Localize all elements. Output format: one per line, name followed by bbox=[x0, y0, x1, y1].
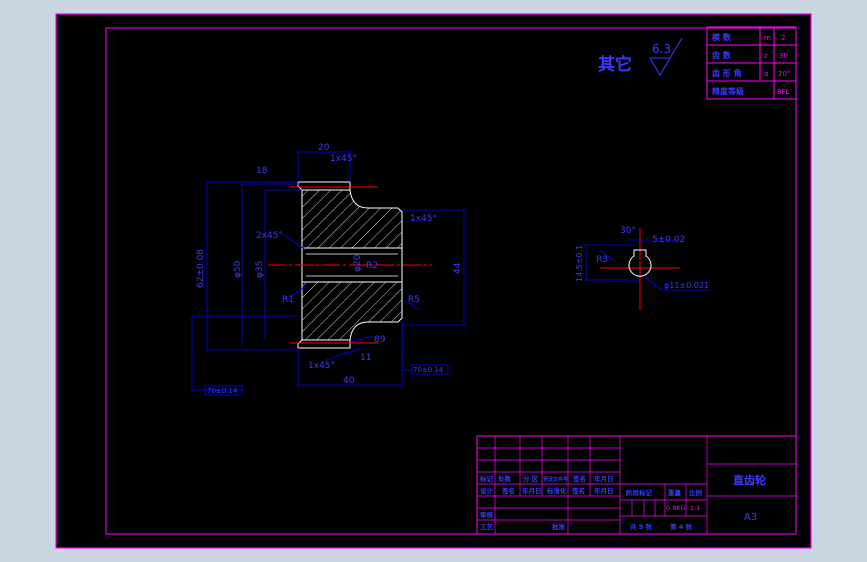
roughness-label: 其它 bbox=[598, 54, 632, 75]
keyway-offset: R3 bbox=[596, 255, 608, 265]
dim-radius-right: R5 bbox=[408, 295, 420, 305]
tb-scale-value: 1:1 bbox=[690, 504, 700, 512]
dim-bore-dia: φ20 bbox=[353, 254, 363, 272]
tb-r1-c2: 分 区 bbox=[523, 474, 539, 483]
tb-r2-c1: 签名 bbox=[501, 486, 515, 495]
dim-bore-chamfer: 2x45° bbox=[256, 231, 283, 241]
param-value-0: 2 bbox=[781, 34, 785, 42]
dim-chamfer-bottom: 1x45° bbox=[308, 361, 335, 371]
tb-r2-c3: 标准化 bbox=[546, 486, 567, 495]
tb-weight-label: 重量 bbox=[668, 488, 682, 497]
dim-hub-chamfer: 1x45° bbox=[410, 214, 437, 224]
param-name-3: 精度等级 bbox=[712, 86, 745, 96]
dim-radius-center: R2 bbox=[366, 261, 378, 271]
param-name-0: 模 数 bbox=[712, 32, 732, 42]
dim-angle-bottom: 89 bbox=[374, 335, 386, 345]
roughness-symbol: 其它 6.3 bbox=[598, 37, 683, 76]
param-name-1: 齿 数 bbox=[712, 50, 732, 60]
tb-weight-value: 0.8KG bbox=[666, 504, 686, 512]
dim-right-height: 44 bbox=[453, 262, 463, 274]
param-symbol-0: m bbox=[764, 34, 771, 42]
dim-chamfer-top: 1x45° bbox=[330, 154, 357, 164]
param-symbol-2: α bbox=[764, 70, 769, 78]
tb-r2-c4: 签名 bbox=[571, 486, 585, 495]
param-value-1: 30 bbox=[779, 52, 788, 60]
dim-hub-step: 18 bbox=[256, 166, 268, 176]
tb-part-name: 直齿轮 bbox=[733, 473, 766, 487]
tb-r2-c5: 年月日 bbox=[594, 486, 614, 495]
tb-r4-c1: 批准 bbox=[552, 522, 566, 531]
keyway-height: 14.5±0.1 bbox=[575, 245, 584, 282]
tb-r4-c0: 工艺 bbox=[480, 522, 494, 531]
param-name-2: 齿 形 角 bbox=[712, 68, 742, 78]
param-symbol-1: z bbox=[764, 52, 768, 60]
tb-r1-c1: 处数 bbox=[497, 474, 512, 483]
tb-r1-c5: 年月日 bbox=[594, 474, 614, 483]
tb-r2-c2: 年月日 bbox=[522, 486, 542, 495]
roughness-value: 6.3 bbox=[652, 42, 671, 56]
sheet-inner-frame bbox=[105, 27, 797, 535]
dim-top-width: 20 bbox=[318, 143, 330, 153]
title-block: 标记 处数 分 区 更改文件号 签名 年月日 设计 签名 年月日 标准化 签名 … bbox=[476, 435, 797, 535]
tb-stage-label: 阶段标记 bbox=[626, 488, 653, 497]
tb-r1-c0: 标记 bbox=[479, 474, 494, 483]
tb-sheet-size: A3 bbox=[744, 512, 757, 523]
tb-r3-c0: 审核 bbox=[480, 510, 494, 519]
keyway-width: 5±0.02 bbox=[652, 235, 685, 245]
tolerance-box-right bbox=[411, 364, 449, 375]
tol-box-left-text: 70±0.14 bbox=[207, 387, 238, 395]
dim-root-dia: φ50 bbox=[233, 260, 243, 278]
tb-sheet-number: 第 4 张 bbox=[670, 522, 693, 531]
param-value-2: 20° bbox=[778, 70, 790, 78]
keyway-bore-outline bbox=[628, 249, 652, 277]
dim-outer-dia-tol: 62±0.08 bbox=[196, 249, 206, 288]
tb-r1-c4: 签名 bbox=[572, 474, 586, 483]
drawing-sheet bbox=[56, 14, 811, 548]
keyway-view: 30° 5±0.02 R3 14.5±0.1 φ11±0.021 bbox=[575, 226, 709, 310]
tb-scale-label: 比例 bbox=[689, 488, 703, 497]
tol-box-right-text: 70±0.14 bbox=[413, 366, 444, 374]
dim-total-width: 40 bbox=[343, 376, 355, 386]
dim-11: 11 bbox=[360, 353, 371, 363]
tb-r1-c3: 更改文件号 bbox=[543, 476, 568, 483]
tolerance-box-left bbox=[204, 385, 243, 396]
tb-sheets-total: 共 5 张 bbox=[630, 522, 653, 531]
dim-hub-dia: φ35 bbox=[255, 261, 265, 278]
dim-radius-left: R1 bbox=[282, 295, 294, 305]
param-table: 模 数 m 2 齿 数 z 30 齿 形 角 α 20° 精度等级 8FL bbox=[706, 26, 797, 100]
sheet-outer-border bbox=[55, 13, 812, 549]
roughness-check-icon bbox=[649, 37, 683, 76]
param-value-3: 8FL bbox=[777, 88, 789, 96]
upper-section-hatch bbox=[301, 189, 403, 249]
keyway-bore: φ11±0.021 bbox=[664, 281, 709, 290]
lower-section-hatch bbox=[301, 281, 403, 341]
keyway-angle: 30° bbox=[620, 226, 636, 236]
gear-section-view: 20 1x45° 18 1x45° 2x45° 62±0.08 φ50 φ35 … bbox=[191, 143, 466, 396]
tb-r2-c0: 设计 bbox=[480, 486, 494, 495]
